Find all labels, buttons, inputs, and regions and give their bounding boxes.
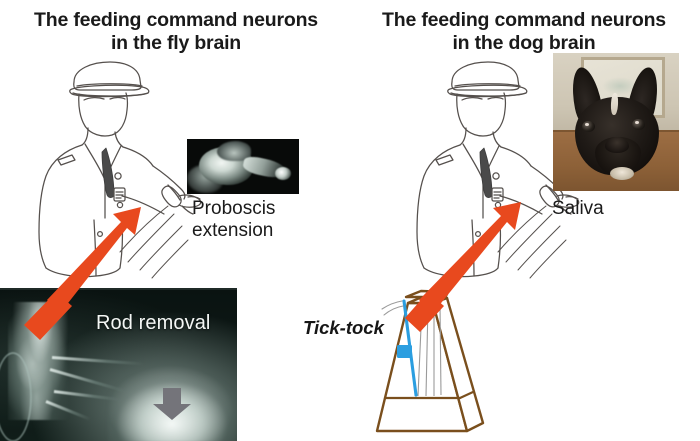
caption-proboscis-line1: Proboscis	[192, 198, 276, 219]
proboscis-extension-photo	[187, 139, 299, 194]
panel-title-dog: The feeding command neurons in the dog b…	[352, 9, 696, 55]
panel-title-dog-line2: in the dog brain	[452, 32, 596, 54]
panel-title-fly-line2: in the fly brain	[110, 32, 242, 54]
label-tick-tock: Tick-tock	[303, 317, 384, 338]
rod-removal-photo: Rod removal	[0, 288, 237, 441]
panel-title-fly: The feeding command neurons in the fly b…	[6, 9, 346, 55]
caption-saliva: Saliva	[552, 198, 604, 219]
caption-proboscis-line2: extension	[192, 220, 274, 242]
caption-proboscis-extension: Proboscis extension	[192, 198, 275, 242]
panel-title-fly-line1: The feeding command neurons	[34, 9, 318, 31]
panel-title-dog-line1: The feeding command neurons	[382, 9, 666, 31]
panel-fly: The feeding command neurons in the fly b…	[0, 9, 346, 441]
dog-photo	[553, 53, 679, 191]
conductor-icon-fly	[22, 56, 212, 286]
metronome-icon	[355, 285, 490, 441]
down-arrow-icon	[150, 386, 194, 422]
label-rod-removal: Rod removal	[96, 312, 211, 334]
